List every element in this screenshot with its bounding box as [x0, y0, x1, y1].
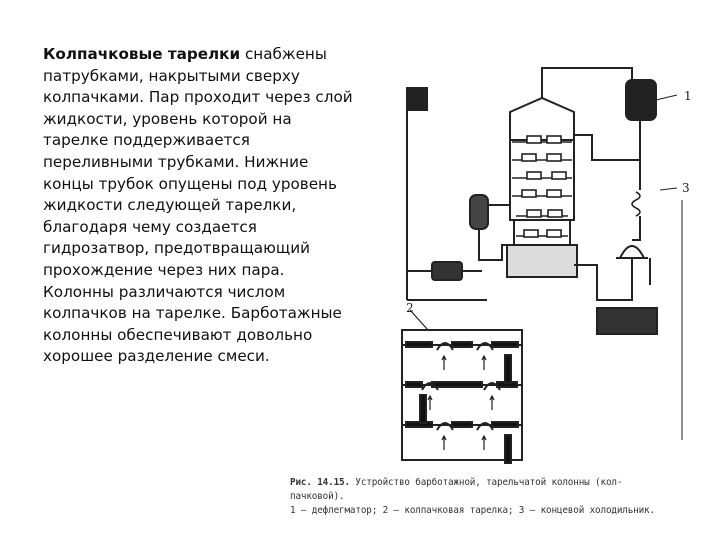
caption-title: Рис. 14.15. — [290, 477, 350, 488]
caption-line-2: пачковой). — [290, 491, 345, 502]
column-upper — [509, 139, 575, 221]
tray-detail — [401, 309, 523, 464]
figure-caption: Рис. 14.15. Устройство барботажной, таре… — [290, 476, 695, 518]
tray-detail-frame — [401, 329, 523, 461]
label-2: 2 — [406, 301, 414, 315]
term-bubble-cap-trays: Колпачковые тарелки — [43, 45, 241, 63]
description-paragraph: Колпачковые тарелки снабжены патрубками,… — [43, 44, 358, 368]
dark-panel — [596, 307, 658, 335]
column-diagram-figure: 1 3 2 — [392, 40, 702, 472]
reflux-pipe — [574, 120, 641, 161]
column-top — [509, 96, 575, 140]
end-cooler-coil — [631, 191, 641, 217]
feed-tank — [469, 194, 489, 230]
caption-line-3: 1 — дефлегматор; 2 — колпачковая тарелка… — [290, 505, 655, 516]
column-trays — [512, 135, 572, 238]
heat-exchanger — [431, 261, 463, 281]
bubble-cap-column-diagram: 1 3 2 — [401, 67, 692, 464]
instrument-block — [406, 87, 428, 111]
column-bottom — [506, 244, 578, 278]
description-body: снабжены патрубками, накрытыми сверху ко… — [43, 45, 353, 366]
vapor-pipe — [541, 67, 633, 98]
caption-line-1: Устройство барботажной, тарельчатой коло… — [349, 477, 623, 488]
label-3: 3 — [682, 181, 690, 195]
dephlegmator — [625, 79, 657, 121]
label-1: 1 — [684, 89, 692, 103]
receiver-bell — [618, 245, 646, 259]
